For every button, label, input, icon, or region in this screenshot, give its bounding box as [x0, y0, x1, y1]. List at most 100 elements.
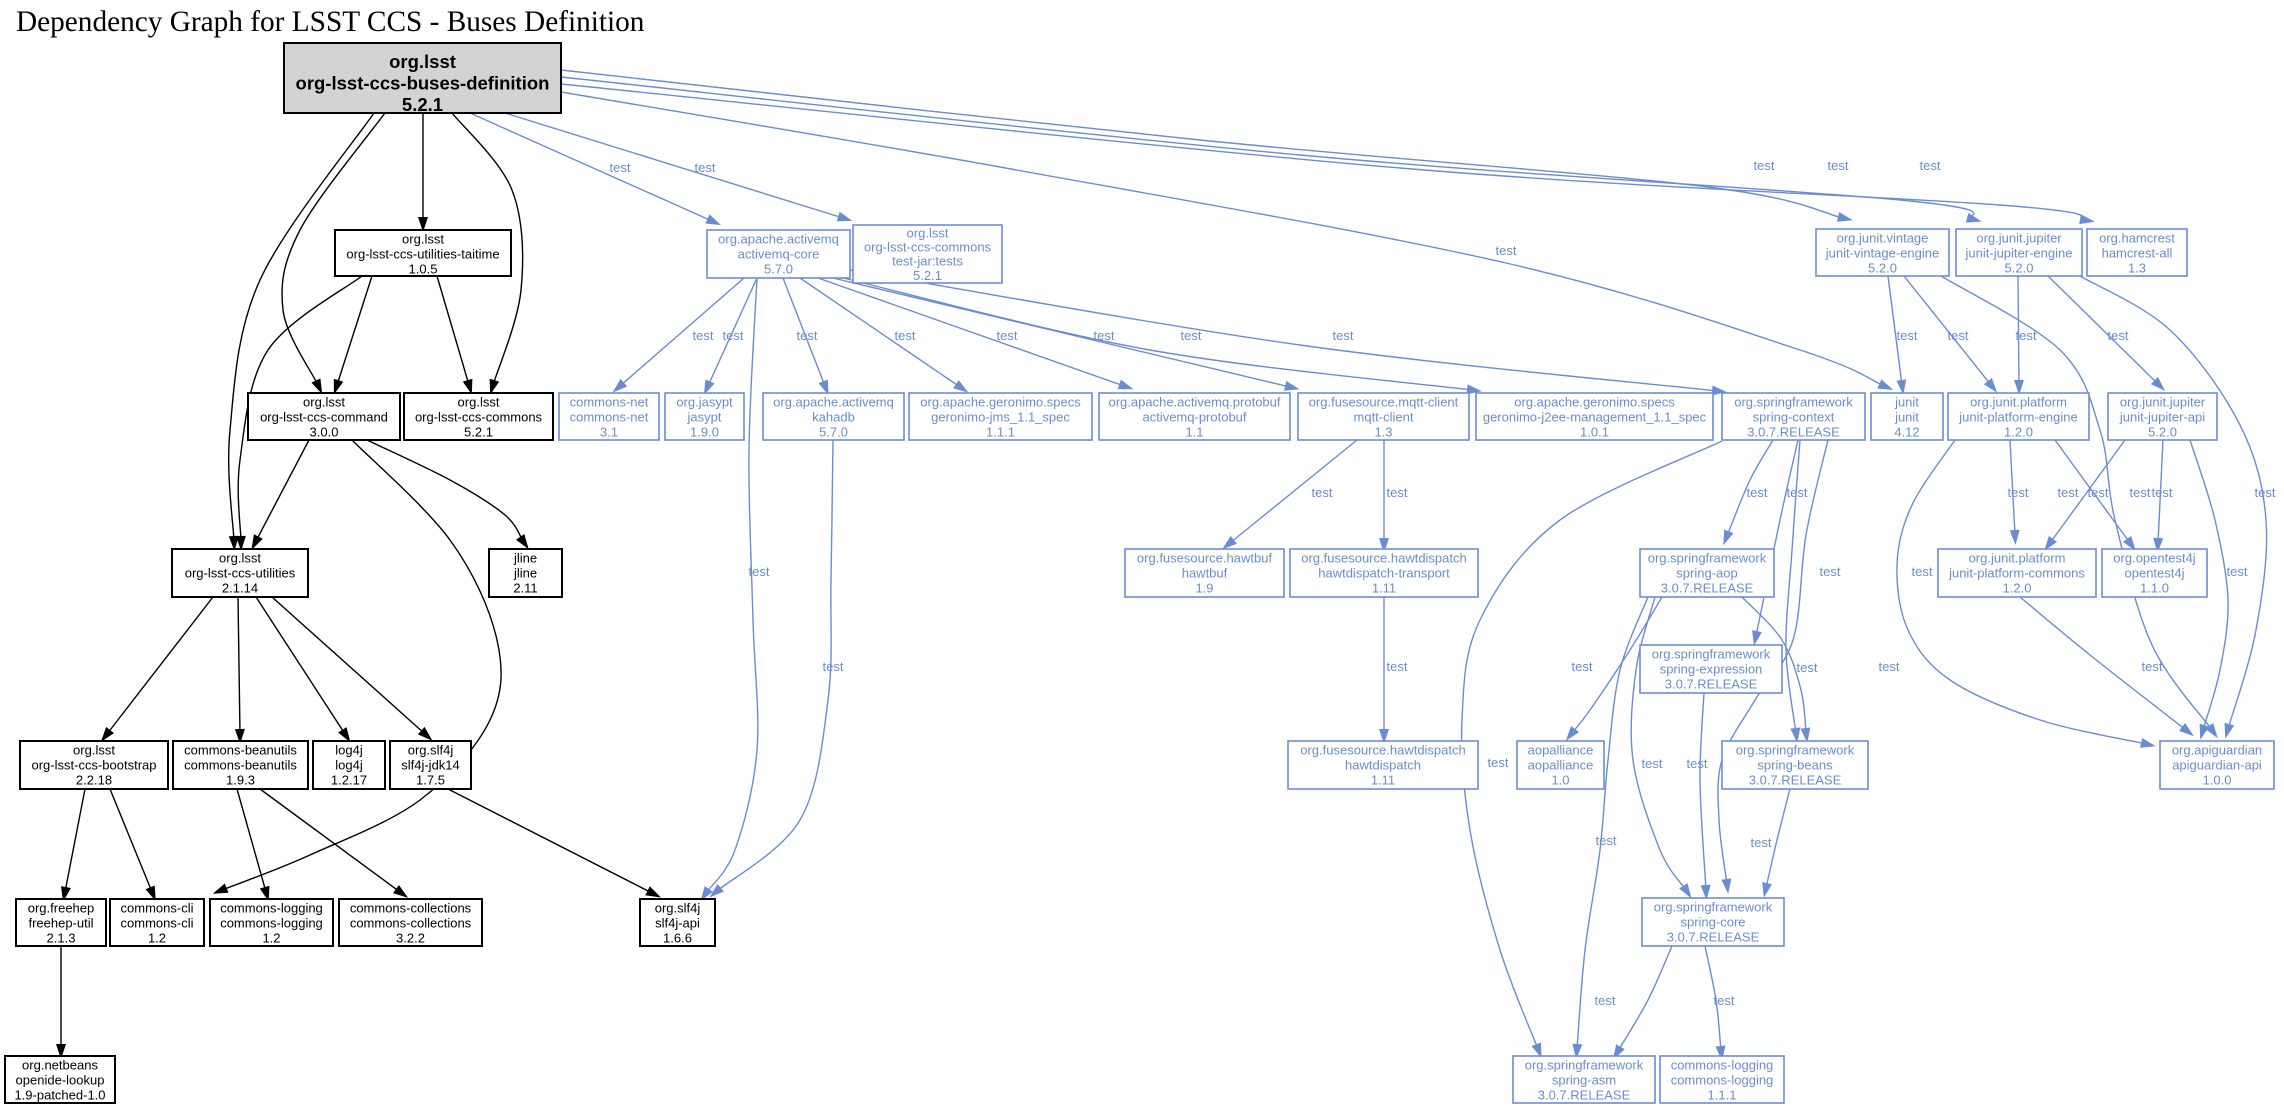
svg-text:org.slf4j: org.slf4j [408, 743, 454, 758]
svg-text:2.1.14: 2.1.14 [222, 581, 258, 596]
svg-text:junit: junit [1894, 410, 1919, 425]
svg-text:freehep-util: freehep-util [28, 916, 93, 931]
svg-text:aopalliance: aopalliance [1528, 758, 1594, 773]
svg-text:org.springframework: org.springframework [1652, 647, 1771, 662]
svg-text:org.fusesource.mqtt-client: org.fusesource.mqtt-client [1309, 395, 1459, 410]
svg-text:commons-logging: commons-logging [1671, 1058, 1774, 1073]
svg-text:aopalliance: aopalliance [1528, 743, 1594, 758]
svg-text:test: test [1920, 158, 1941, 173]
svg-text:hawtdispatch: hawtdispatch [1345, 758, 1421, 773]
svg-text:test: test [1312, 485, 1333, 500]
svg-text:2.11: 2.11 [513, 581, 537, 596]
svg-text:mqtt-client: mqtt-client [1354, 410, 1414, 425]
svg-text:org.springframework: org.springframework [1654, 900, 1773, 915]
svg-text:junit-platform-commons: junit-platform-commons [1948, 566, 2085, 581]
svg-text:test: test [997, 328, 1018, 343]
svg-text:test: test [1496, 243, 1517, 258]
svg-text:5.2.1: 5.2.1 [464, 425, 493, 440]
svg-text:1.1.1: 1.1.1 [1708, 1088, 1737, 1103]
svg-text:junit-platform-engine: junit-platform-engine [1958, 410, 2078, 425]
svg-text:test: test [1751, 835, 1772, 850]
svg-text:test-jar:tests: test-jar:tests [892, 254, 963, 269]
svg-text:test: test [1747, 485, 1768, 500]
svg-text:3.0.7.RELEASE: 3.0.7.RELEASE [1661, 581, 1754, 596]
svg-text:org-lsst-ccs-commons: org-lsst-ccs-commons [864, 240, 992, 255]
svg-text:1.0.1: 1.0.1 [1580, 425, 1609, 440]
svg-text:1.0: 1.0 [1551, 773, 1569, 788]
svg-text:org.apache.geronimo.specs: org.apache.geronimo.specs [1514, 395, 1675, 410]
svg-text:commons-logging: commons-logging [220, 901, 323, 916]
svg-text:test: test [693, 328, 714, 343]
svg-text:test: test [749, 564, 770, 579]
svg-text:jline: jline [513, 566, 537, 581]
svg-text:test: test [2255, 485, 2276, 500]
svg-text:org.lsst: org.lsst [219, 551, 261, 566]
svg-text:test: test [1333, 328, 1354, 343]
svg-text:org.apache.activemq: org.apache.activemq [718, 232, 839, 247]
svg-text:1.3: 1.3 [2128, 261, 2146, 276]
svg-text:test: test [695, 160, 716, 175]
svg-text:test: test [797, 328, 818, 343]
svg-text:commons-cli: commons-cli [121, 901, 194, 916]
svg-text:org.opentest4j: org.opentest4j [2113, 551, 2196, 566]
svg-text:org.junit.jupiter: org.junit.jupiter [1976, 231, 2062, 246]
svg-text:test: test [1595, 993, 1616, 1008]
svg-text:commons-net: commons-net [570, 410, 649, 425]
svg-text:test: test [895, 328, 916, 343]
svg-text:org.fusesource.hawtbuf: org.fusesource.hawtbuf [1137, 551, 1273, 566]
svg-text:5.2.0: 5.2.0 [1868, 261, 1897, 276]
svg-text:1.0.5: 1.0.5 [409, 262, 438, 277]
svg-text:commons-logging: commons-logging [220, 916, 323, 931]
svg-text:2.1.3: 2.1.3 [47, 931, 76, 946]
svg-text:test: test [1387, 659, 1408, 674]
svg-text:hamcrest-all: hamcrest-all [2102, 246, 2173, 261]
svg-text:3.0.7.RELEASE: 3.0.7.RELEASE [1667, 930, 1760, 945]
svg-text:opentest4j: opentest4j [2125, 566, 2185, 581]
svg-text:5.2.1: 5.2.1 [402, 94, 443, 115]
svg-text:1.0.0: 1.0.0 [2203, 773, 2232, 788]
svg-text:org.netbeans: org.netbeans [22, 1058, 98, 1073]
svg-text:test: test [1687, 756, 1708, 771]
svg-text:org.springframework: org.springframework [1525, 1058, 1644, 1073]
svg-text:spring-expression: spring-expression [1660, 662, 1763, 677]
svg-text:org-lsst-ccs-command: org-lsst-ccs-command [260, 410, 388, 425]
svg-text:test: test [1912, 564, 1933, 579]
svg-text:org-lsst-ccs-buses-definition: org-lsst-ccs-buses-definition [296, 73, 550, 94]
svg-text:1.2: 1.2 [148, 931, 166, 946]
svg-text:test: test [1754, 158, 1775, 173]
svg-text:log4j: log4j [335, 743, 363, 758]
svg-text:geronimo-j2ee-management_1.1_s: geronimo-j2ee-management_1.1_spec [1483, 410, 1707, 425]
svg-text:junit-jupiter-api: junit-jupiter-api [2119, 410, 2205, 425]
svg-text:4.12: 4.12 [1894, 425, 1919, 440]
svg-text:org.junit.platform: org.junit.platform [1970, 395, 2067, 410]
svg-text:1.2: 1.2 [262, 931, 280, 946]
svg-text:3.2.2: 3.2.2 [396, 931, 425, 946]
svg-text:1.2.0: 1.2.0 [2004, 425, 2033, 440]
svg-text:2.2.18: 2.2.18 [76, 773, 112, 788]
svg-text:openide-lookup: openide-lookup [16, 1073, 105, 1088]
svg-text:5.2.0: 5.2.0 [2005, 261, 2034, 276]
svg-text:log4j: log4j [335, 758, 363, 773]
svg-text:test: test [1596, 833, 1617, 848]
svg-text:1.2.17: 1.2.17 [331, 773, 367, 788]
svg-text:test: test [1181, 328, 1202, 343]
svg-text:org.hamcrest: org.hamcrest [2099, 231, 2175, 246]
svg-text:test: test [823, 659, 844, 674]
svg-text:3.0.0: 3.0.0 [310, 425, 339, 440]
svg-text:1.1.1: 1.1.1 [986, 425, 1015, 440]
svg-text:commons-net: commons-net [570, 395, 649, 410]
svg-text:3.0.7.RELEASE: 3.0.7.RELEASE [1665, 677, 1758, 692]
svg-text:5.2.0: 5.2.0 [2148, 425, 2177, 440]
svg-text:org.slf4j: org.slf4j [655, 901, 701, 916]
svg-text:test: test [723, 328, 744, 343]
svg-text:org-lsst-ccs-commons: org-lsst-ccs-commons [415, 410, 543, 425]
svg-text:org.apache.activemq.protobuf: org.apache.activemq.protobuf [1109, 395, 1281, 410]
svg-text:test: test [2008, 485, 2029, 500]
svg-text:org.fusesource.hawtdispatch: org.fusesource.hawtdispatch [1300, 743, 1465, 758]
svg-text:3.0.7.RELEASE: 3.0.7.RELEASE [1747, 425, 1840, 440]
svg-text:1.9.3: 1.9.3 [226, 773, 255, 788]
svg-text:1.11: 1.11 [1372, 581, 1396, 596]
svg-text:spring-core: spring-core [1680, 915, 1745, 930]
svg-text:test: test [2227, 564, 2248, 579]
svg-text:org-lsst-ccs-utilities: org-lsst-ccs-utilities [185, 566, 296, 581]
